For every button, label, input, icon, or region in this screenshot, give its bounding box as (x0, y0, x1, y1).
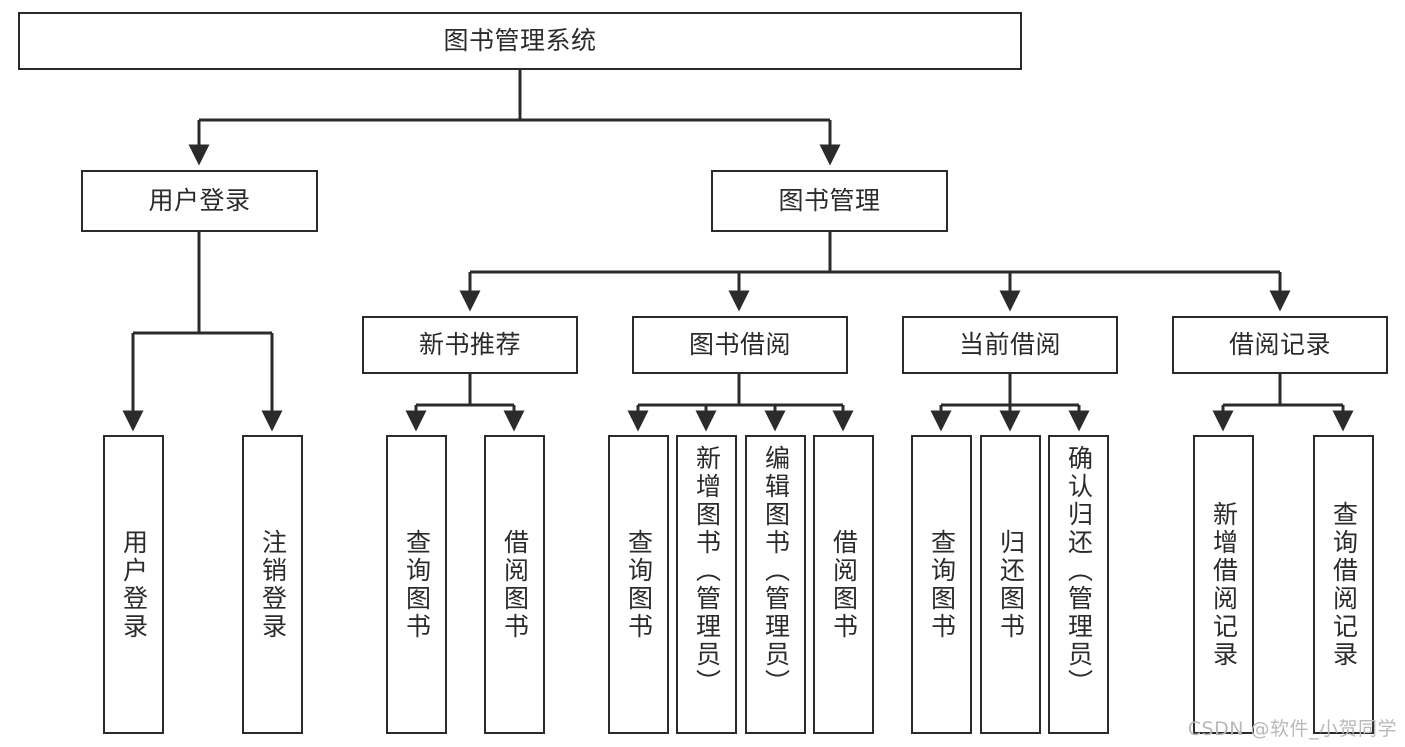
leaf-user-login-signout[interactable]: 注销登录 (242, 435, 303, 734)
node-label: 借阅记录 (1228, 330, 1331, 360)
leaf-borrow-borrow-book[interactable]: 借阅图书 (813, 435, 874, 734)
node-label: 查询借阅记录 (1329, 500, 1359, 669)
leaf-borrow-add-book[interactable]: 新增图书（管理员） (676, 435, 737, 734)
node-book-borrow[interactable]: 图书借阅 (632, 316, 848, 374)
node-label: 图书借阅 (688, 330, 791, 360)
node-label: 新增借阅记录 (1209, 500, 1239, 669)
node-current-borrow[interactable]: 当前借阅 (902, 316, 1118, 374)
node-root-system[interactable]: 图书管理系统 (18, 12, 1022, 70)
leaf-current-query-book[interactable]: 查询图书 (911, 435, 972, 734)
node-label: 新增图书（管理员） (692, 445, 722, 697)
node-label: 新书推荐 (418, 330, 521, 360)
node-label: 查询图书 (402, 528, 432, 641)
watermark: CSDN @软件_小贺同学 (1187, 718, 1397, 740)
node-label: 查询图书 (927, 528, 957, 641)
node-label: 当前借阅 (958, 330, 1061, 360)
node-borrow-record[interactable]: 借阅记录 (1172, 316, 1388, 374)
node-label: 借阅图书 (500, 528, 530, 641)
node-user-login[interactable]: 用户登录 (81, 170, 318, 232)
node-label: 查询图书 (624, 528, 654, 641)
leaf-current-return-book[interactable]: 归还图书 (980, 435, 1041, 734)
leaf-borrow-edit-book[interactable]: 编辑图书（管理员） (745, 435, 806, 734)
node-label: 确认归还（管理员） (1064, 445, 1094, 697)
node-label: 用户登录 (148, 186, 251, 216)
node-label: 编辑图书（管理员） (761, 445, 791, 697)
leaf-borrow-query-book[interactable]: 查询图书 (608, 435, 669, 734)
leaf-new-book-query[interactable]: 查询图书 (386, 435, 447, 734)
node-label: 归还图书 (996, 528, 1026, 641)
node-label: 注销登录 (258, 528, 288, 641)
node-book-management[interactable]: 图书管理 (711, 170, 948, 232)
node-label: 图书管理 (778, 186, 881, 216)
leaf-current-confirm-return[interactable]: 确认归还（管理员） (1048, 435, 1109, 734)
leaf-new-book-borrow[interactable]: 借阅图书 (484, 435, 545, 734)
leaf-record-query[interactable]: 查询借阅记录 (1313, 435, 1374, 734)
node-new-book-recommend[interactable]: 新书推荐 (362, 316, 578, 374)
node-label: 用户登录 (119, 528, 149, 641)
node-label: 借阅图书 (829, 528, 859, 641)
node-label: 图书管理系统 (443, 26, 597, 56)
leaf-record-add[interactable]: 新增借阅记录 (1193, 435, 1254, 734)
leaf-user-login-signin[interactable]: 用户登录 (103, 435, 164, 734)
